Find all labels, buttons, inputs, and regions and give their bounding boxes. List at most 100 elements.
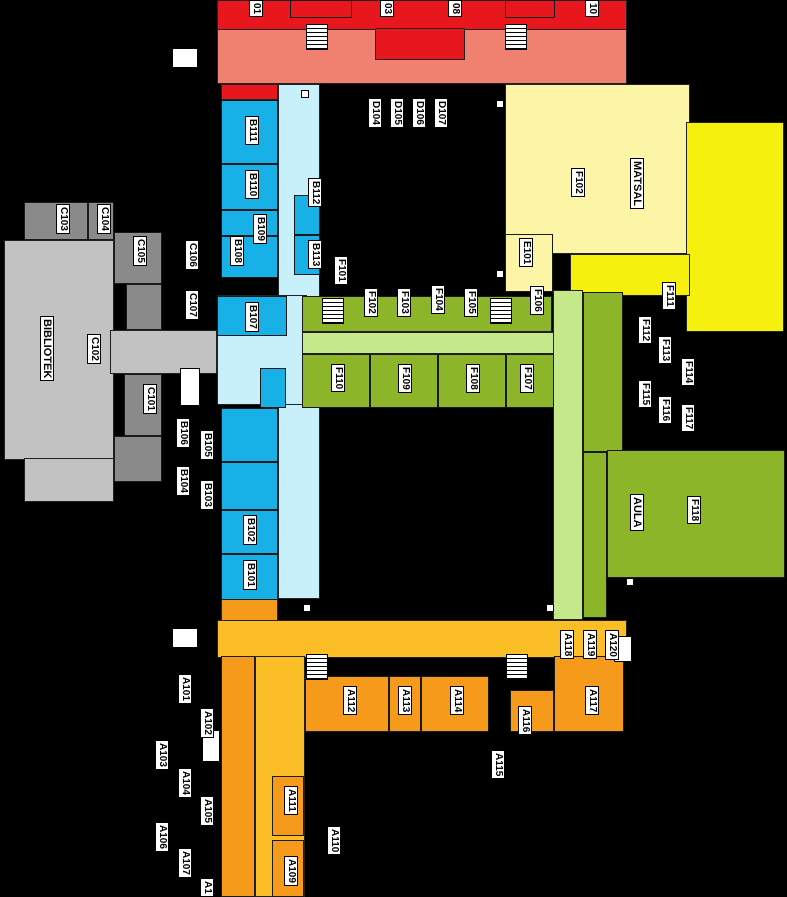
room-label: F109 [398,364,412,393]
exit-marker-icon [303,604,311,612]
stairs-icon [322,298,344,324]
d-room-divider [505,0,555,18]
room-label: C101 [143,384,157,414]
room-label: A104 [178,768,192,798]
room-label: F118 [687,496,701,525]
exit-marker-icon [301,90,309,98]
room-label: B112 [308,178,322,208]
a-wing-corridor [217,620,627,658]
entrance-door-icon [172,628,198,648]
room-label: B113 [308,240,322,270]
room-label: A101 [178,674,192,704]
room-b109 [221,210,278,236]
room-label: B108 [230,236,244,266]
library-label: BIBLIOTEK [40,316,54,382]
stairs-icon [505,24,527,50]
room-label: A118 [560,630,574,660]
d-wing-rooms [217,0,627,30]
stairs-icon [306,24,328,50]
room-label: F110 [331,364,345,393]
b-wing-top-red [221,84,278,100]
room-label: B101 [243,560,257,590]
room-f-lower [583,452,607,618]
room-label: A111 [284,786,298,815]
entrance-door-icon [180,368,200,406]
aula-label: AULA [630,494,644,531]
room-label: F103 [397,288,411,317]
stairs-icon [306,654,328,680]
room-label: F112 [638,316,652,345]
room-label: C104 [97,204,111,234]
room-label: A106 [155,822,169,852]
room-label: F116 [658,396,672,425]
room-label: D104 [368,98,382,128]
room-label: F114 [681,358,695,387]
room-label: C102 [87,334,101,364]
room-c-lower [114,436,162,482]
room-label: A103 [155,740,169,770]
a-wing-west-rooms [221,656,255,897]
room-label: A102 [200,708,214,738]
room-label: F117 [681,404,695,433]
room-label: F101 [334,256,348,285]
room-label: 01 [249,0,263,18]
f-wing-corridor-vertical [553,290,583,620]
f-wing-corridor [302,332,570,354]
room-label: C103 [56,204,70,234]
library-lower [24,458,114,502]
room-c107 [126,284,162,330]
exit-marker-icon [546,604,554,612]
c-wing-corridor [110,330,217,374]
room-label: A115 [491,750,505,780]
room-label: B105 [200,430,214,460]
room-label: A116 [518,706,532,736]
b-wing-bottom-orange [221,599,278,621]
room-label: F104 [431,285,445,314]
exit-marker-icon [496,100,504,108]
room-label: B103 [200,480,214,510]
room-label: A120 [605,630,619,660]
room-label: F102 [571,168,585,197]
room-label: A113 [398,686,412,716]
room-label: A114 [450,686,464,716]
room-label: B111 [245,116,259,145]
room-label: B110 [245,170,259,200]
room-label: F113 [658,336,672,365]
room-label: B109 [253,214,267,244]
room-label: F111 [662,282,676,310]
room-label: F107 [520,364,534,393]
room-label: C105 [133,236,147,266]
room-a109 [272,840,304,897]
entrance-door-icon [172,48,198,68]
room-label: 03 [380,0,394,18]
room-label: F105 [464,288,478,317]
matsal-label: MATSAL [630,158,644,210]
room-label: D105 [390,98,404,128]
room-label: A110 [327,826,341,856]
room-label: D107 [434,98,448,128]
room-label: B106 [176,418,190,448]
room-label: 08 [448,0,462,18]
exit-marker-icon [626,578,634,586]
room-label: C107 [185,290,199,320]
d-wing-small-rooms [375,28,465,60]
room-label: A117 [585,686,599,716]
room-label: A109 [284,856,298,886]
room-label: D106 [412,98,426,128]
room-label: C106 [185,240,199,270]
room-a116 [510,690,554,732]
room-label: A1 [200,878,214,897]
yellow-area [686,122,784,332]
exit-marker-icon [496,270,504,278]
room-label: B102 [243,515,257,545]
room-label: B104 [176,466,190,496]
room-label: E101 [519,238,533,268]
stairs-icon [506,654,528,680]
room-label: F106 [530,286,544,315]
room-f108 [438,354,506,408]
room-label: F108 [466,364,480,393]
room-small [260,368,286,408]
room-f112-stack [583,292,623,452]
d-room-divider [290,0,352,18]
